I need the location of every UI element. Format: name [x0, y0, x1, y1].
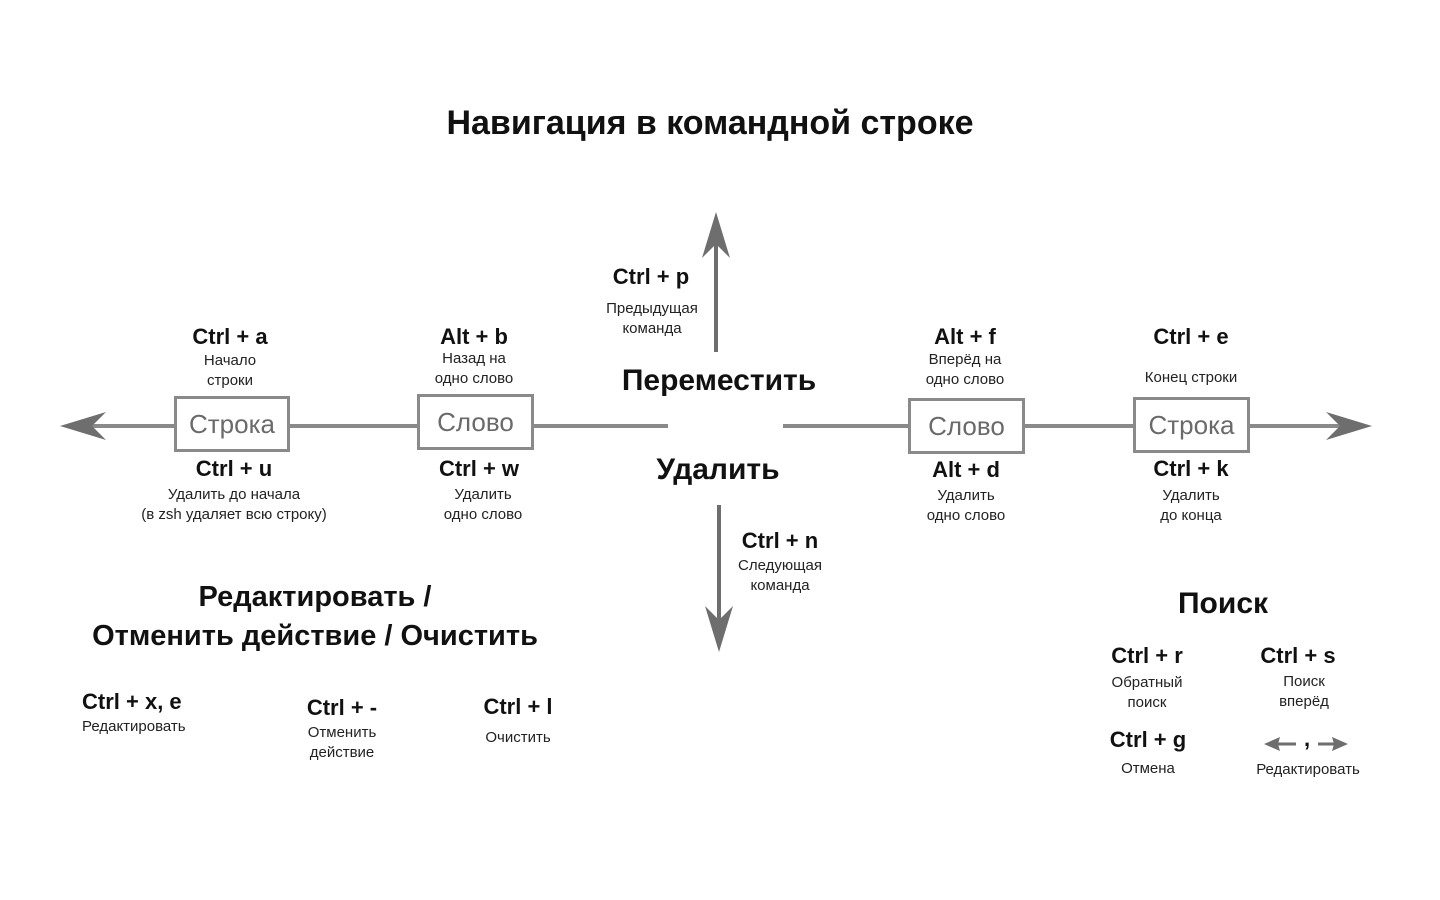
edit-item-desc: Редактировать: [82, 718, 186, 735]
right-line-move-key: Ctrl + e: [1153, 324, 1229, 349]
reverse-search-key: Ctrl + r: [1111, 643, 1183, 668]
search-right-arrowhead: [1332, 737, 1348, 751]
right-line-delete-key: Ctrl + k: [1153, 456, 1229, 481]
right-line-box: Строка: [1133, 397, 1250, 453]
left-word-box: Слово: [417, 394, 534, 450]
right-word-delete-key: Alt + d: [932, 457, 1000, 482]
search-left-arrowhead: [1264, 737, 1280, 751]
forward-search-key: Ctrl + s: [1260, 643, 1336, 668]
search-edit-desc: Редактировать: [1256, 761, 1360, 778]
edit-heading: Редактировать / Отменить действие / Очис…: [92, 581, 538, 652]
up-key: Ctrl + p: [612, 264, 690, 289]
up-arrowhead: [702, 212, 730, 258]
right-line-move-desc: Конец строки: [1144, 369, 1238, 386]
edit-item-key: Ctrl + x, e: [82, 689, 182, 714]
left-word-delete-key: Ctrl + w: [438, 456, 520, 481]
right-word-box: Слово: [908, 398, 1025, 454]
move-label: Переместить: [621, 364, 817, 397]
left-line-delete-key: Ctrl + u: [195, 456, 273, 481]
clear-item-desc: Очистить: [485, 729, 551, 746]
left-line-move-key: Ctrl + a: [192, 324, 268, 349]
page-title: Навигация в командной строке: [446, 104, 974, 142]
search-heading: Поиск: [1177, 587, 1269, 620]
undo-item-key: Ctrl + -: [306, 695, 378, 720]
search-edit-comma: ,: [1303, 726, 1311, 751]
delete-label: Удалить: [656, 453, 780, 486]
left-line-box: Строка: [174, 396, 290, 452]
clear-item-key: Ctrl + l: [483, 694, 553, 719]
down-key: Ctrl + n: [741, 528, 819, 553]
right-word-move-key: Alt + f: [934, 324, 996, 349]
cancel-search-key: Ctrl + g: [1109, 727, 1187, 752]
left-line-delete-desc: Удалить до начала(в zsh удаляет всю стро…: [141, 486, 327, 523]
cancel-search-desc: Отмена: [1121, 760, 1175, 777]
down-arrowhead: [705, 606, 733, 652]
left-arrowhead: [60, 412, 106, 440]
left-word-move-key: Alt + b: [440, 324, 508, 349]
right-arrowhead: [1326, 412, 1372, 440]
